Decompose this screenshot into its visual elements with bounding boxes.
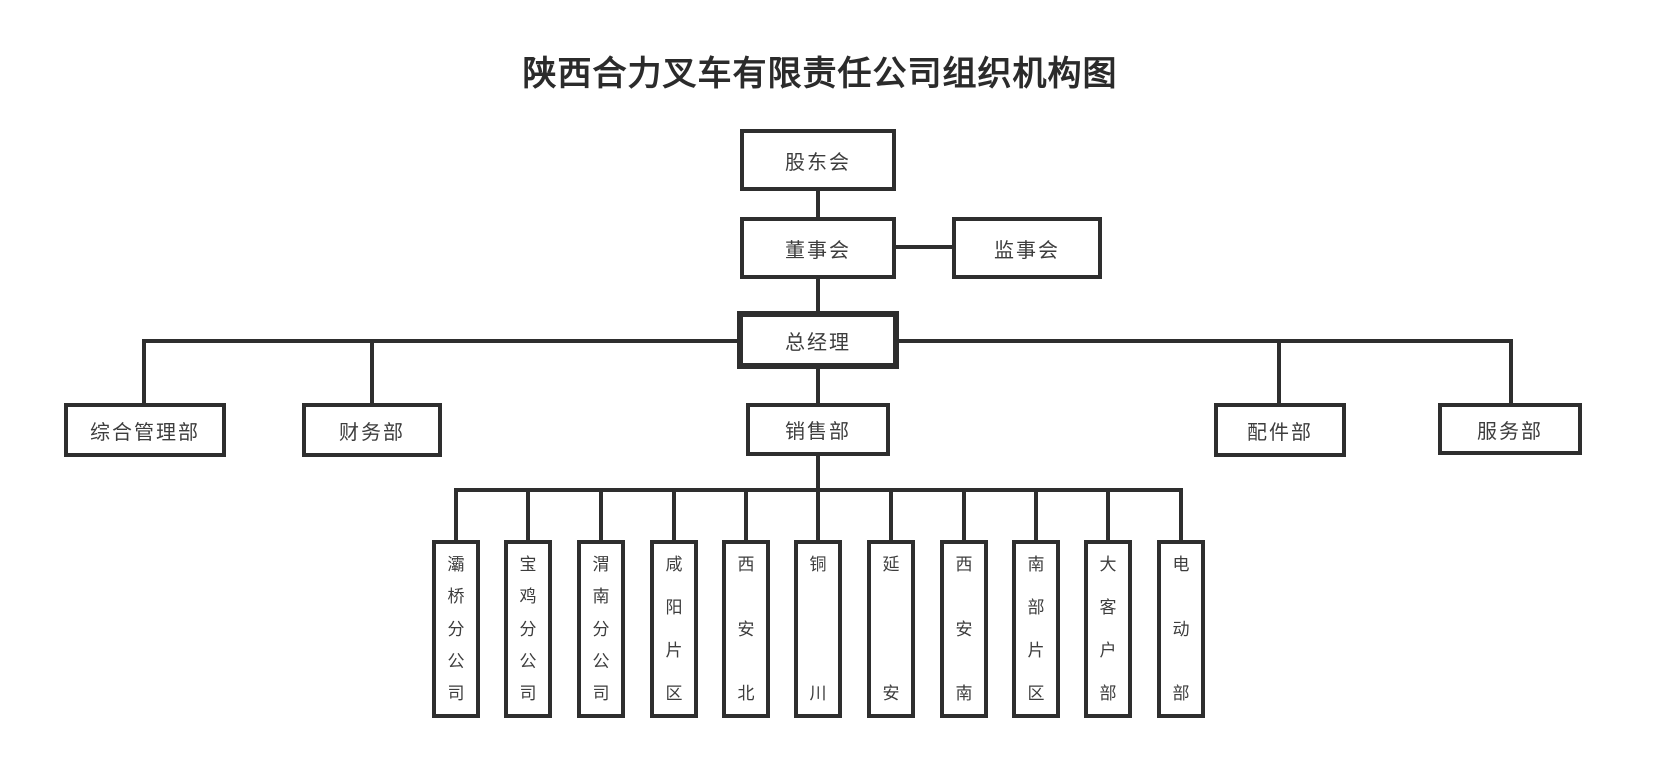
connector-shareholders-board	[816, 190, 820, 222]
node-dept-parts: 配件部	[1214, 403, 1346, 457]
connector-drop-baqiao-branch	[454, 488, 458, 542]
connector-drop-tongchuan	[816, 488, 820, 542]
connector-drop-xian-north	[744, 488, 748, 542]
connector-gm-sales	[816, 367, 820, 405]
connector-drop-finance	[370, 339, 374, 405]
node-unit-electric-dept: 电动部	[1157, 540, 1205, 718]
connector-sales-rail-stem	[816, 454, 820, 492]
connector-drop-xianyang-area	[672, 488, 676, 542]
node-unit-yanan: 延安	[867, 540, 915, 718]
connector-drop-weinan-branch	[599, 488, 603, 542]
connector-drop-yanan	[889, 488, 893, 542]
connector-drop-key-accounts	[1106, 488, 1110, 542]
node-board: 董事会	[740, 217, 896, 279]
connector-board-supervisors	[892, 245, 954, 249]
node-unit-weinan-branch: 渭南分公司	[577, 540, 625, 718]
connector-drop-xian-south	[962, 488, 966, 542]
connector-board-gm	[816, 277, 820, 313]
connector-drop-southern-area	[1034, 488, 1038, 542]
node-unit-key-accounts: 大客户部	[1084, 540, 1132, 718]
node-unit-xian-south: 西安南	[940, 540, 988, 718]
node-unit-xianyang-area: 咸阳片区	[650, 540, 698, 718]
node-unit-xian-north: 西安北	[722, 540, 770, 718]
node-dept-service: 服务部	[1438, 403, 1582, 455]
node-unit-baoji-branch: 宝鸡分公司	[504, 540, 552, 718]
connector-drop-electric-dept	[1179, 488, 1183, 542]
node-dept-sales: 销售部	[746, 403, 890, 456]
node-unit-baqiao-branch: 灞桥分公司	[432, 540, 480, 718]
connector-drop-baoji-branch	[526, 488, 530, 542]
node-general-manager: 总经理	[737, 311, 899, 369]
node-supervisors: 监事会	[952, 217, 1102, 279]
node-dept-finance: 财务部	[302, 403, 442, 457]
node-dept-general-management: 综合管理部	[64, 403, 226, 457]
connector-drop-general-management	[142, 339, 146, 405]
chart-title: 陕西合力叉车有限责任公司组织机构图	[522, 55, 1118, 93]
node-unit-tongchuan: 铜川	[794, 540, 842, 718]
connector-drop-parts	[1277, 339, 1281, 405]
node-unit-southern-area: 南部片区	[1012, 540, 1060, 718]
connector-drop-service	[1509, 339, 1513, 405]
node-shareholders: 股东会	[740, 129, 896, 191]
